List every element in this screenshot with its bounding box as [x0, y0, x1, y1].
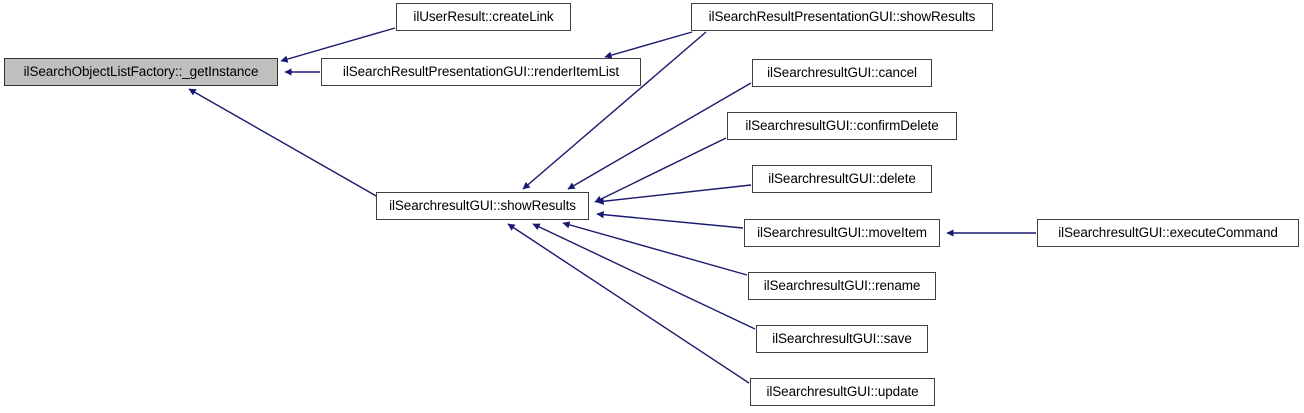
node-cancel[interactable]: ilSearchresultGUI::cancel [752, 59, 932, 87]
edge-confirmdelete-to-showresults [594, 137, 727, 203]
node-delete-label: ilSearchresultGUI::delete [768, 171, 916, 187]
node-cancel-label: ilSearchresultGUI::cancel [767, 65, 917, 81]
edge-update-to-showresults [507, 223, 750, 384]
node-confirmdelete-label: ilSearchresultGUI::confirmDelete [745, 118, 939, 134]
edge-showresults-to-getinstance [188, 88, 379, 198]
node-executecommand-label: ilSearchresultGUI::executeCommand [1058, 225, 1278, 241]
edge-presentationshowresults-to-showresults [522, 31, 707, 190]
node-showresults[interactable]: ilSearchresultGUI::showResults [376, 192, 589, 220]
node-rename-label: ilSearchresultGUI::rename [763, 278, 921, 294]
node-createlink[interactable]: ilUserResult::createLink [396, 3, 571, 31]
node-createlink-label: ilUserResult::createLink [413, 9, 554, 25]
node-presentation-showresults-label: ilSearchResultPresentationGUI::showResul… [708, 9, 976, 25]
edge-save-to-showresults [532, 223, 756, 330]
node-save-label: ilSearchresultGUI::save [772, 331, 912, 347]
edge-rename-to-showresults [562, 221, 748, 276]
node-getinstance-label: ilSearchObjectListFactory::_getInstance [23, 64, 259, 80]
edge-moveitem-to-showresults [596, 211, 744, 229]
node-showresults-label: ilSearchresultGUI::showResults [389, 198, 576, 214]
edge-delete-to-showresults [596, 184, 752, 205]
node-save[interactable]: ilSearchresultGUI::save [756, 325, 928, 353]
node-update-label: ilSearchresultGUI::update [766, 384, 919, 400]
node-executecommand[interactable]: ilSearchresultGUI::executeCommand [1037, 219, 1299, 247]
node-renderitemlist-label: ilSearchResultPresentationGUI::renderIte… [342, 64, 620, 80]
node-moveitem[interactable]: ilSearchresultGUI::moveItem [744, 219, 940, 247]
node-getinstance[interactable]: ilSearchObjectListFactory::_getInstance [4, 58, 278, 86]
edge-cancel-to-showresults [567, 82, 752, 190]
node-rename[interactable]: ilSearchresultGUI::rename [748, 272, 936, 300]
node-confirmdelete[interactable]: ilSearchresultGUI::confirmDelete [727, 112, 957, 140]
node-renderitemlist[interactable]: ilSearchResultPresentationGUI::renderIte… [321, 58, 641, 86]
node-update[interactable]: ilSearchresultGUI::update [750, 378, 935, 406]
node-presentation-showresults[interactable]: ilSearchResultPresentationGUI::showResul… [691, 3, 993, 31]
edge-presentationshowresults-to-renderitemlist [604, 31, 693, 59]
edge-createlink-to-getinstance [280, 27, 396, 63]
node-moveitem-label: ilSearchresultGUI::moveItem [757, 225, 927, 241]
node-delete[interactable]: ilSearchresultGUI::delete [752, 165, 932, 193]
